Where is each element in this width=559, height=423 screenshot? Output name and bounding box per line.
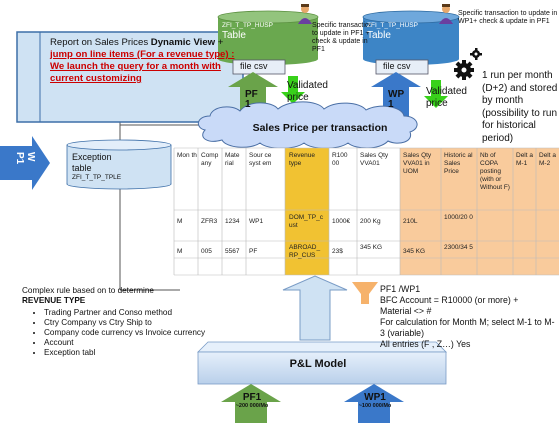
pf1-arrow-label: PF 1 bbox=[245, 89, 258, 110]
validated-left-arrow bbox=[281, 76, 305, 104]
list-item: Account bbox=[44, 338, 207, 348]
table-header-cell: Delt a M-2 bbox=[539, 152, 556, 167]
wp1-left-arrow bbox=[0, 136, 50, 190]
table-cell: M bbox=[177, 248, 183, 255]
table-cell: 2300/34 5 bbox=[444, 244, 473, 251]
wp1-bottom-arrow bbox=[344, 384, 404, 423]
wp1-bottom-label: WP1 ~100 000/Mo bbox=[358, 392, 392, 409]
report-prefix: Report on Sales Prices bbox=[50, 37, 151, 48]
report-red-text[interactable]: jump on line items (For a revenue type) … bbox=[50, 49, 235, 84]
table-cell: 23$ bbox=[332, 248, 343, 255]
report-bold: Dynamic View bbox=[150, 37, 216, 48]
data-table-grid bbox=[173, 147, 559, 276]
report-box bbox=[16, 31, 244, 123]
table-cell: 005 bbox=[201, 248, 212, 255]
table-header-cell: Sales Qty VVA01 in UOM bbox=[403, 152, 432, 175]
table-cell: 345 KG bbox=[360, 244, 383, 251]
pf1-bottom-label: PF1 ~200 000/Mo bbox=[235, 392, 269, 409]
gear-small-icon bbox=[470, 48, 482, 60]
pl-model-label: P&L Model bbox=[289, 358, 347, 370]
table-header-cell: Nb of COPA posting (with or Without F) bbox=[480, 152, 510, 191]
table-cell: ZFR3 bbox=[201, 218, 218, 225]
cloud-label: Sales Price per transaction bbox=[252, 122, 388, 134]
table-cell: M bbox=[177, 218, 183, 225]
table-cell: 1000€ bbox=[332, 218, 351, 225]
table-cell: 200 Kg bbox=[360, 218, 381, 225]
wp1-left-label: W P1 bbox=[14, 152, 36, 165]
table-header-cell: Delt a M-1 bbox=[516, 152, 533, 167]
run-note: 1 run per month (D+2) and stored by mont… bbox=[482, 70, 558, 144]
pl-model-slab bbox=[197, 341, 447, 385]
list-item: Company code currency vs Invoice currenc… bbox=[44, 328, 207, 338]
pf1-bottom-arrow bbox=[221, 384, 281, 423]
husp-note: Specific transaction to update in PF1 + … bbox=[312, 22, 373, 53]
table-cell: DOM_TP_c ust bbox=[289, 214, 323, 229]
wp1-arrow-label: WP 1 bbox=[388, 89, 405, 110]
table-cell: PF bbox=[249, 248, 258, 255]
file-csv-left-box bbox=[232, 59, 286, 75]
table-cell: 5567 bbox=[225, 248, 240, 255]
complex-rule-list: Trading Partner and Conso method Ctry Co… bbox=[22, 308, 207, 358]
person-icon-right bbox=[439, 4, 453, 24]
exception-table-cylinder bbox=[66, 139, 172, 190]
table-header-cell: R100 00 bbox=[332, 152, 348, 167]
table-cell: WP1 bbox=[249, 218, 264, 225]
table-header-cell: Sour ce syst em bbox=[249, 152, 272, 167]
table-header-cell: Mate rial bbox=[225, 152, 240, 167]
table-cell: 345 KG bbox=[403, 248, 426, 255]
gear-icon bbox=[454, 60, 474, 80]
file-csv-right: file csv bbox=[383, 61, 411, 71]
husp-table-label: ZFI_T_TP_HUSP Table bbox=[222, 22, 273, 41]
file-csv-left: file csv bbox=[240, 61, 268, 71]
table-cell: ABROAD_ RP_CUS bbox=[289, 244, 321, 259]
validated-right-arrow bbox=[424, 80, 448, 108]
person-icon-left bbox=[298, 4, 312, 24]
file-csv-right-box bbox=[375, 59, 429, 75]
table-header-cell: Comp any bbox=[201, 152, 219, 167]
table-header-cell: Mon th bbox=[177, 152, 197, 159]
table-cell: 210L bbox=[403, 218, 418, 225]
complex-rule-block: Complex rule based on to determine REVEN… bbox=[22, 286, 207, 358]
list-item: Trading Partner and Conso method bbox=[44, 308, 207, 318]
complex-rule-intro: Complex rule based on to determine bbox=[22, 286, 154, 295]
list-item: Exception tabl bbox=[44, 348, 207, 358]
filter-icon bbox=[352, 282, 378, 304]
table-cell: 1000/20 0 bbox=[444, 214, 473, 221]
complex-rule-title: REVENUE TYPE bbox=[22, 296, 86, 305]
report-plus: + bbox=[215, 37, 224, 48]
table-header-cell: Sales Qty VVA01 bbox=[360, 152, 389, 167]
validated-left-label: Validated price bbox=[287, 80, 328, 103]
table-cell: 1234 bbox=[225, 218, 240, 225]
validated-right-label: Validated price bbox=[426, 86, 467, 109]
sales-price-cloud bbox=[197, 101, 418, 149]
pl-up-arrow bbox=[282, 275, 348, 341]
exception-table-label: Exception table ZFI_T_TP_TPLE bbox=[72, 152, 122, 181]
husp2-note: Specific transaction to update in WP1+ c… bbox=[458, 10, 558, 25]
husp2-table-label: ZFI_T_TP_HUSP Table bbox=[367, 22, 418, 41]
report-box-text: Report on Sales Prices Dynamic View + ju… bbox=[50, 37, 240, 85]
list-item: Ctry Company vs Ctry Ship to bbox=[44, 318, 207, 328]
table-header-cell: Historic al Sales Price bbox=[444, 152, 473, 175]
table-header-cell: Revenue type bbox=[289, 152, 316, 167]
filter-note: PF1 /WP1 BFC Account = R10000 (or more) … bbox=[380, 284, 555, 349]
